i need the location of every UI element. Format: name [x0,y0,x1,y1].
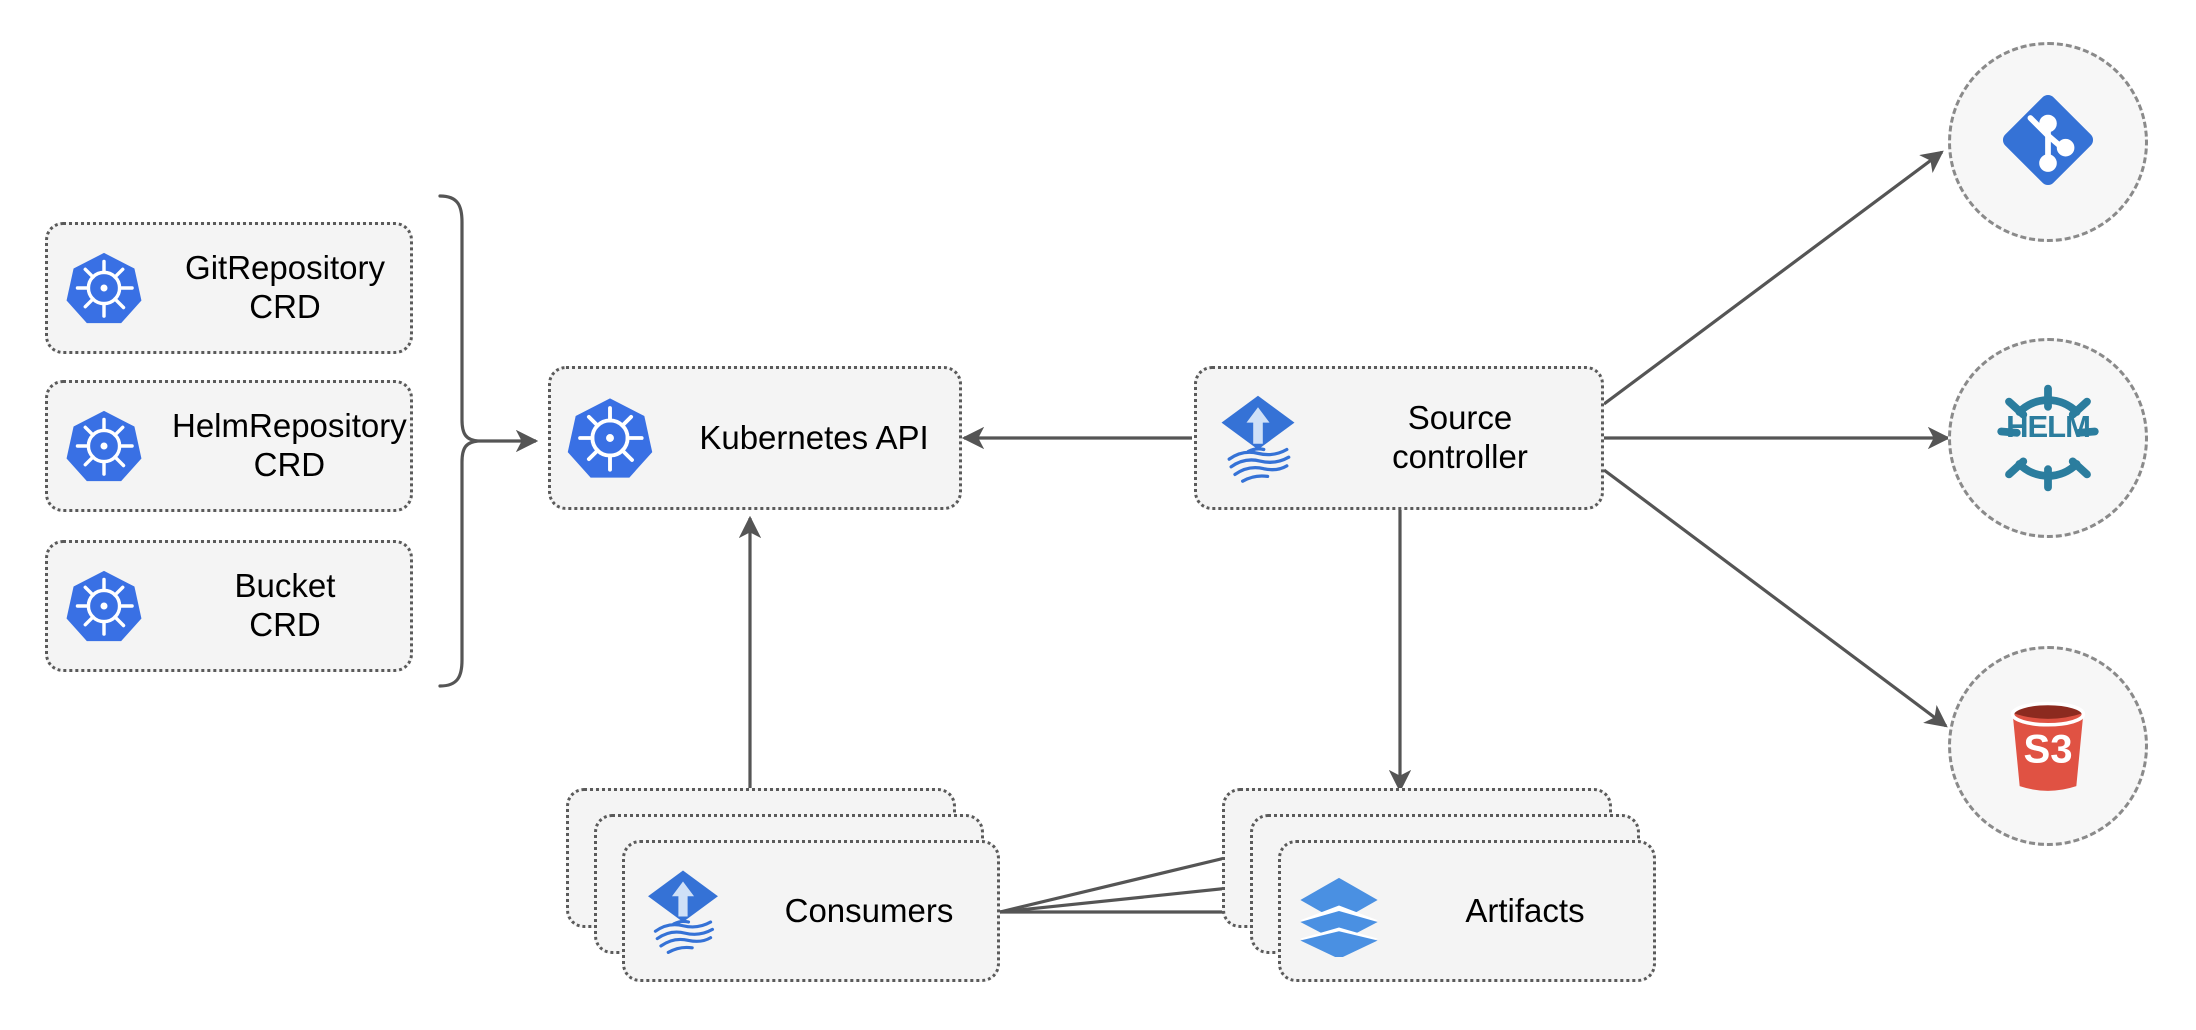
node-label: Source controller [1392,399,1528,475]
crd-card-label: Bucket CRD [234,567,336,643]
node-label: Kubernetes API [699,418,929,456]
kubernetes-icon [48,567,160,645]
edge-source-controller-to-s3 [1603,468,1948,728]
crd-card-label: HelmRepository CRD [172,407,407,483]
crd-card-label: GitRepository CRD [185,249,385,325]
node-label: Consumers [784,891,954,929]
layers-icon [1281,865,1397,957]
source-circle-helm[interactable]: HELM [1948,338,2148,538]
node-consumers[interactable]: Consumers [622,840,1000,982]
edge-consumers-to-artifacts-1 [999,845,1253,914]
crd-card-gitrepository[interactable]: GitRepository CRD [45,222,413,354]
source-circle-git[interactable] [1948,42,2148,242]
kubernetes-icon [551,394,669,482]
s3-bucket-icon: S3 [1989,687,2107,805]
node-label: Artifacts [1465,891,1585,929]
flux-icon [1197,390,1319,486]
node-artifacts[interactable]: Artifacts [1278,840,1656,982]
flux-icon [625,865,741,957]
node-kubernetes-api[interactable]: Kubernetes API [548,366,962,510]
edge-source-controller-to-git [1603,150,1944,406]
git-icon [1993,85,2103,200]
helm-icon: HELM [1983,373,2113,503]
node-source-controller[interactable]: Source controller [1194,366,1604,510]
svg-text:S3: S3 [2023,727,2072,772]
crd-card-helmrepository[interactable]: HelmRepository CRD [45,380,413,512]
source-circle-s3[interactable]: S3 [1948,646,2148,846]
kubernetes-icon [48,407,160,485]
kubernetes-icon [48,249,160,327]
crd-card-bucket[interactable]: Bucket CRD [45,540,413,672]
helm-label: HELM [2006,409,2091,444]
crd-group-brace [438,194,539,688]
